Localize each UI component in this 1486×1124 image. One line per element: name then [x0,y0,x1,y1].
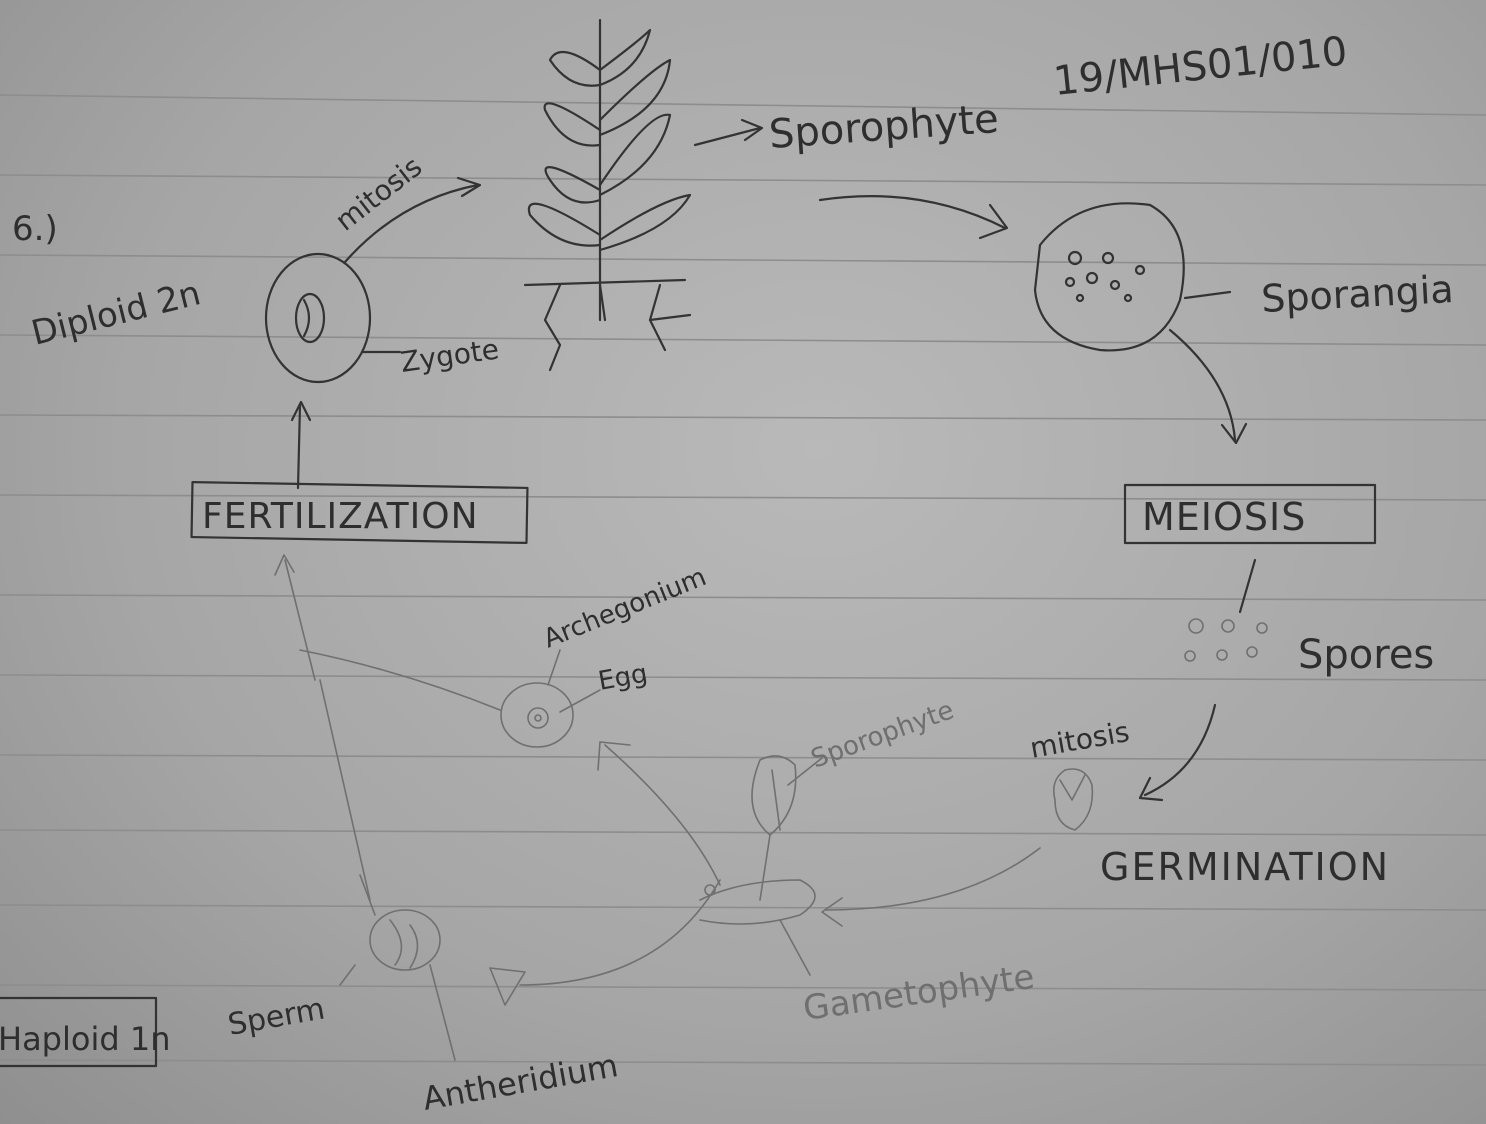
germination-label: GERMINATION [1100,845,1390,889]
arrow-germination-to-gametophyte [821,847,1041,927]
egg-label: Egg [596,659,650,697]
gametophyte-plant [699,755,823,976]
diploid-label: Diploid 2n [28,273,205,354]
sporophyte-plant-top [523,18,692,372]
mitosis-label-top: mitosis [329,150,428,238]
fertilization-box [190,480,529,545]
spores-label: Spores [1298,632,1434,678]
arrow-egg-to-fertilization [274,554,501,711]
archegonium-label: Archegonium [539,562,710,654]
student-id: 19/MHS01/010 [1051,28,1349,105]
meiosis-box [1123,483,1377,545]
archegonium-egg [500,649,601,748]
sporangia-label: Sporangia [1260,267,1454,321]
arrow-to-archegonium [597,741,721,886]
sporangium [1033,202,1232,352]
spores [1184,558,1268,662]
germinating-spore [1052,768,1094,831]
mitosis-arrow-top [343,176,482,264]
meiosis-label: MEIOSIS [1142,495,1306,539]
sporophyte-pointer-arrow [693,118,764,147]
question-number: 6.) [12,209,58,249]
zygote-label: Zygote [398,332,501,378]
antheridium-label: Antheridium [420,1046,621,1118]
arrow-fertilization-to-zygote [290,400,312,490]
zygote-cell [264,252,402,384]
antheridium [319,679,456,1061]
sperm-label: Sperm [225,991,327,1042]
haploid-label: Haploid 1n [0,1020,170,1058]
arrow-to-sporangia [818,195,1009,240]
haploid-box [0,996,158,1068]
sporophyte-label-bottom: Sporophyte [807,695,958,774]
gametophyte-label: Gametophyte [801,957,1037,1029]
arrow-spores-to-germination [1138,703,1217,802]
fertilization-label: FERTILIZATION [202,496,479,537]
ruled-lines [0,94,1486,1066]
arrow-to-meiosis [1168,328,1248,445]
arrow-to-antheridium [489,879,721,1006]
mitosis-label-bottom: mitosis [1027,715,1131,765]
